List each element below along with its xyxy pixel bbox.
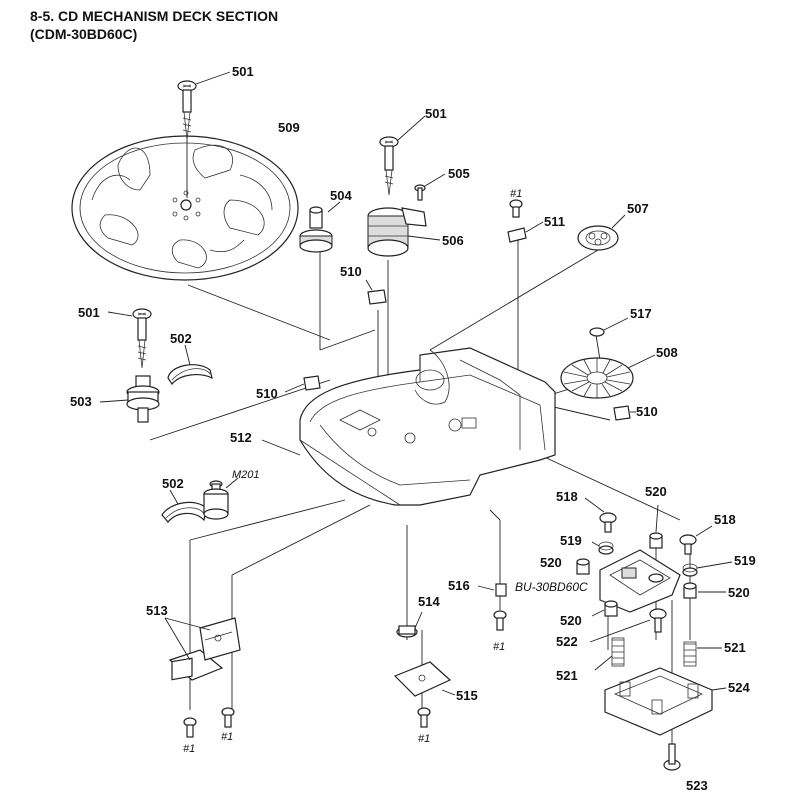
- label-510-top: 510: [340, 264, 362, 279]
- label-514: 514: [418, 594, 440, 609]
- damper-520-c: [591, 600, 618, 617]
- ref-1-bottom-mid: #1: [221, 731, 233, 743]
- label-505: 505: [448, 166, 470, 181]
- label-521-left: 521: [556, 668, 578, 683]
- pin-505: [414, 173, 446, 201]
- label-501-top: 501: [232, 64, 254, 79]
- label-521-right: 521: [724, 640, 746, 655]
- label-519-a: 519: [560, 533, 582, 548]
- damper-520-d: [683, 582, 726, 599]
- screw-523: [663, 743, 681, 771]
- label-518-a: 518: [556, 489, 578, 504]
- clip-510-left: [284, 375, 321, 393]
- washer-519-b: [682, 561, 733, 577]
- label-504: 504: [330, 188, 352, 203]
- label-520-top: 520: [645, 484, 667, 499]
- label-510-right: 510: [636, 404, 658, 419]
- reference-labels: #1 M201 BU-30BD60C #1 #1 #1 #1: [183, 188, 588, 755]
- label-510-left: 510: [256, 386, 278, 401]
- gear-506: [367, 207, 441, 257]
- label-519-b: 519: [734, 553, 756, 568]
- motor-M201: [203, 477, 239, 520]
- screw-1-bottom-mid: [221, 707, 235, 728]
- ref-1-516: #1: [493, 641, 505, 653]
- spring-521-b: [683, 641, 722, 667]
- leader-513-b: [164, 617, 211, 631]
- label-508: 508: [656, 345, 678, 360]
- ref-1-top: #1: [510, 188, 522, 200]
- label-511: 511: [544, 214, 565, 229]
- leader-lines: [149, 235, 691, 745]
- label-520-lower: 520: [560, 613, 582, 628]
- board-513-b: [199, 617, 241, 661]
- screw-1-bottom-left: [183, 717, 197, 738]
- label-503: 503: [70, 394, 92, 409]
- screw-518-a: [584, 497, 617, 533]
- screw-501-mid: [379, 115, 426, 196]
- label-507: 507: [627, 201, 649, 216]
- ref-M201: M201: [232, 469, 260, 481]
- label-517: 517: [630, 306, 652, 321]
- bracket-524: [604, 667, 727, 736]
- ref-BU-30BD60C: BU-30BD60C: [515, 580, 588, 594]
- gear-504: [299, 201, 341, 253]
- ref-1-bottom-left: #1: [183, 743, 195, 755]
- label-518-b: 518: [714, 512, 736, 527]
- label-515: 515: [456, 688, 478, 703]
- part-labels: 501 509 501 505 504 506 511 507 510 501 …: [70, 64, 756, 793]
- chassis-512: [261, 347, 556, 506]
- label-512: 512: [230, 430, 252, 445]
- disc-tray-509: [71, 135, 299, 281]
- screw-1-516: [493, 610, 507, 631]
- screw-1-bottom-515: [417, 707, 431, 728]
- label-520-left: 520: [540, 555, 562, 570]
- part-516: [477, 583, 507, 597]
- screw-501-left: [107, 308, 152, 369]
- belt-502-top: [167, 344, 213, 386]
- clip-510-right: [613, 405, 636, 421]
- pulley-507: [577, 214, 626, 251]
- label-502-bottom: 502: [162, 476, 184, 491]
- label-502-top: 502: [170, 331, 192, 346]
- label-522: 522: [556, 634, 578, 649]
- damper-520-a: [649, 504, 663, 549]
- ref-1-bottom-515: #1: [418, 733, 430, 745]
- belt-502-bottom: [161, 489, 207, 523]
- pulley-503: [99, 375, 160, 423]
- clip-510-top: [365, 279, 387, 305]
- screw-501-top: [177, 71, 231, 198]
- screw-1-top: [509, 199, 523, 218]
- leader-513-a: [164, 617, 191, 661]
- damper-520-b: [576, 558, 590, 575]
- screw-522: [589, 608, 667, 643]
- label-516: 516: [448, 578, 470, 593]
- board-515: [393, 661, 456, 697]
- label-506: 506: [442, 233, 464, 248]
- encoder-disc-508: [560, 354, 656, 399]
- label-523: 523: [686, 778, 708, 793]
- spring-521-a: [594, 637, 625, 671]
- label-524: 524: [728, 680, 750, 695]
- label-509: 509: [278, 120, 300, 135]
- optical-unit-BU-30BD60C: [599, 549, 681, 613]
- label-501-left: 501: [78, 305, 100, 320]
- label-513: 513: [146, 603, 168, 618]
- label-501-mid: 501: [425, 106, 447, 121]
- cap-517: [589, 317, 629, 337]
- screw-518-b: [679, 525, 713, 555]
- section-title: 8-5. CD MECHANISM DECK SECTION: [30, 8, 279, 24]
- spring-511: [507, 221, 544, 243]
- switch-514: [396, 611, 423, 638]
- label-520-right: 520: [728, 585, 750, 600]
- section-model: (CDM-30BD60C): [30, 26, 138, 42]
- washer-519-a: [591, 541, 614, 555]
